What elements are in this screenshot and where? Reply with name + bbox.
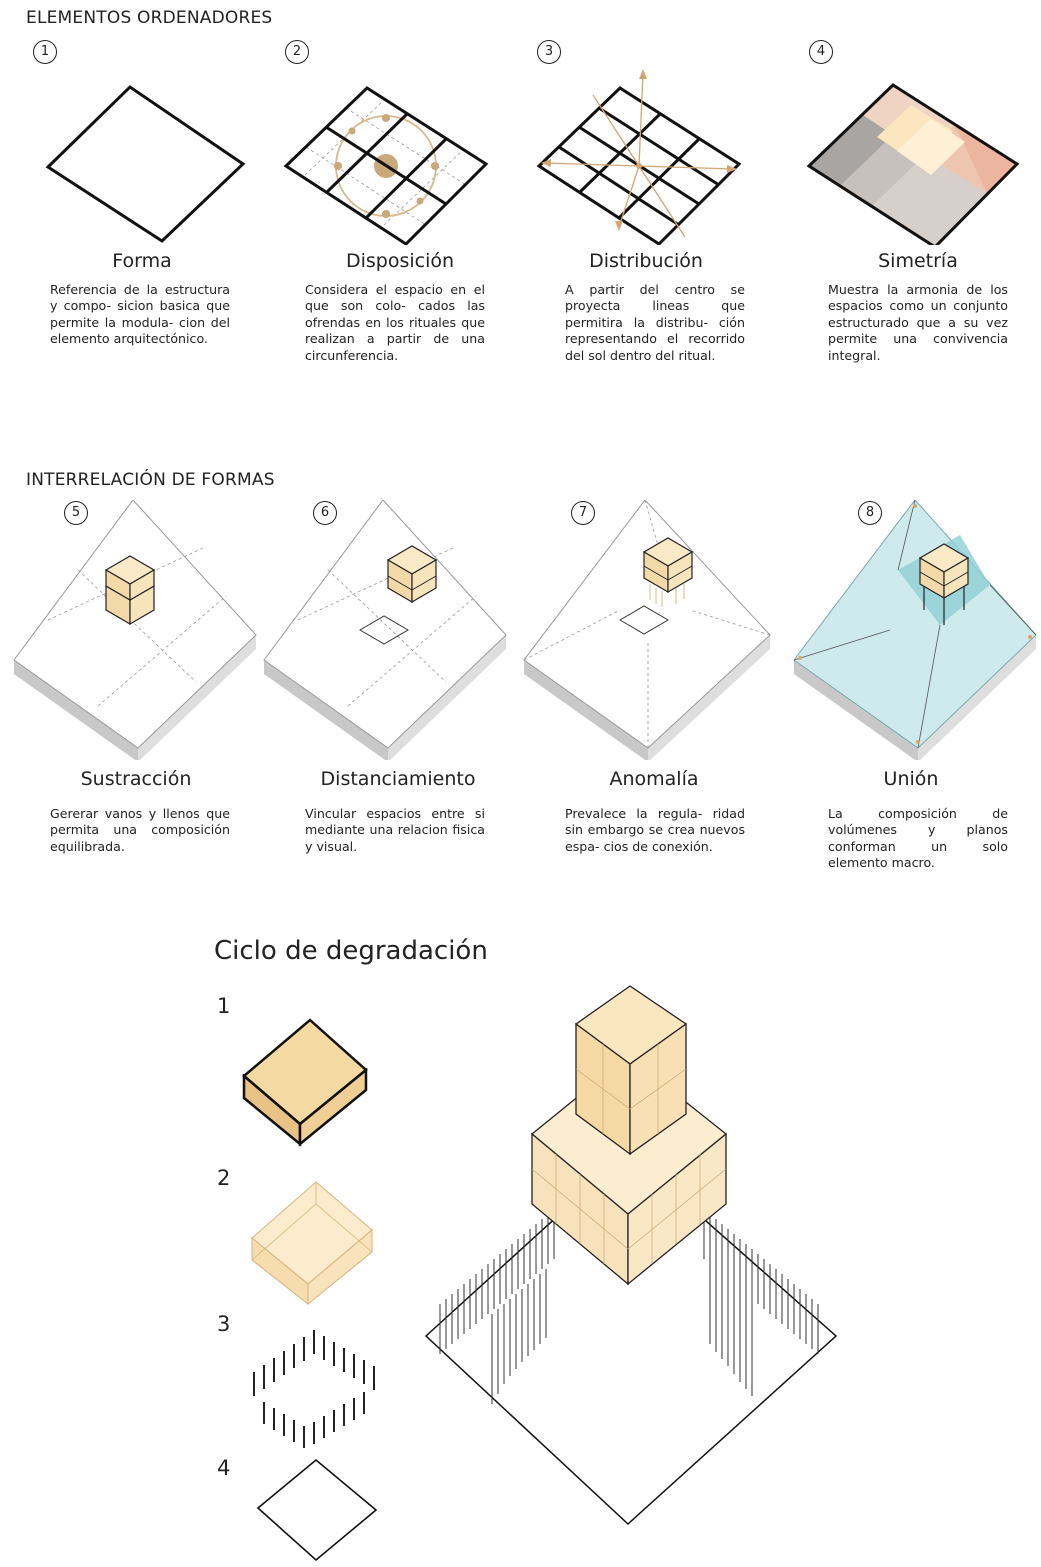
disposicion-diagram bbox=[283, 86, 489, 245]
description-anomalia: Prevalece la regula- ridad sin embargo s… bbox=[565, 806, 745, 854]
number-badge-8: 8 bbox=[858, 501, 882, 525]
caption-title-sustraccion: Sustracción bbox=[80, 768, 192, 790]
cycle-box-translucent bbox=[251, 1181, 373, 1306]
caption-title-simetria: Simetría bbox=[878, 250, 958, 272]
description-forma: Referencia de la estructura y compo- sic… bbox=[50, 282, 230, 347]
number-badge-3: 3 bbox=[537, 40, 561, 64]
cycle-composite-diagram bbox=[424, 985, 838, 1526]
sustraccion-diagram bbox=[13, 500, 257, 760]
cycle-step-3: 3 bbox=[217, 1312, 231, 1336]
caption-title-distribucion: Distribución bbox=[589, 250, 703, 272]
number-badge-2: 2 bbox=[285, 40, 309, 64]
description-simetria: Muestra la armonia de los espacios como … bbox=[828, 282, 1008, 363]
anomalia-diagram bbox=[523, 500, 771, 760]
cycle-step-4: 4 bbox=[217, 1456, 231, 1480]
number-badge-7: 7 bbox=[571, 501, 595, 525]
section-title-interrelacion: INTERRELACIÓN DE FORMAS bbox=[26, 470, 275, 490]
caption-title-disposicion: Disposición bbox=[345, 250, 455, 272]
caption-title-anomalia: Anomalía bbox=[609, 768, 699, 790]
caption-title-distanciamiento: Distanciamiento bbox=[320, 768, 476, 790]
description-distanciamiento: Vincular espacios entre si mediante una … bbox=[305, 806, 485, 854]
distribucion-diagram bbox=[536, 69, 742, 245]
simetria-diagram bbox=[806, 83, 1020, 245]
cycle-step-1: 1 bbox=[217, 994, 231, 1018]
number-badge-6: 6 bbox=[313, 501, 337, 525]
caption-title-union: Unión bbox=[883, 768, 939, 790]
number-badge-4: 4 bbox=[809, 40, 833, 64]
number-badge-1: 1 bbox=[33, 40, 57, 64]
description-union: La composición de volúmenes y planos con… bbox=[828, 806, 1008, 871]
cycle-box-solid bbox=[242, 1018, 368, 1147]
section-title-ordenadores: ELEMENTOS ORDENADORES bbox=[26, 8, 273, 28]
cycle-step-2: 2 bbox=[217, 1166, 231, 1190]
distanciamiento-diagram bbox=[263, 500, 507, 760]
cycle-columns bbox=[253, 1330, 375, 1448]
cycle-outline bbox=[256, 1458, 378, 1562]
forma-diagram bbox=[45, 85, 246, 243]
cycle-title: Ciclo de degradación bbox=[214, 936, 488, 966]
description-disposicion: Considera el espacio en el que son colo-… bbox=[305, 282, 485, 363]
number-badge-5: 5 bbox=[64, 501, 88, 525]
union-diagram bbox=[793, 500, 1037, 760]
description-distribucion: A partir del centro se proyecta lineas q… bbox=[565, 282, 745, 363]
caption-title-forma: Forma bbox=[112, 250, 172, 272]
description-sustraccion: Gererar vanos y llenos que permita una c… bbox=[50, 806, 230, 854]
